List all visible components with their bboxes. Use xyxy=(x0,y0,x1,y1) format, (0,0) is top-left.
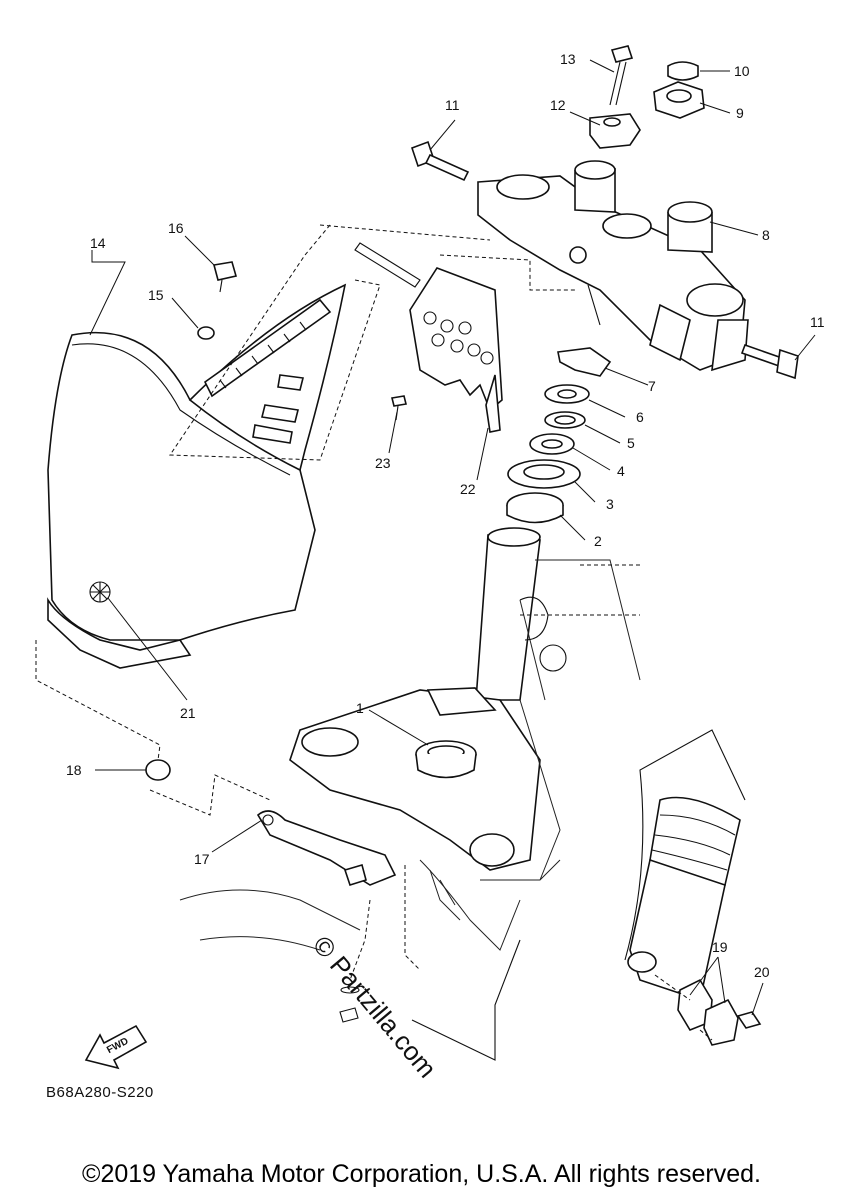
steering-stem xyxy=(289,527,541,871)
bearing-cover xyxy=(507,459,581,489)
leader-lines xyxy=(89,59,816,1016)
callout-labels: 1 2 3 4 5 6 7 8 9 10 11 11 12 13 14 15 1… xyxy=(66,51,825,980)
ring-nut-lower xyxy=(529,433,575,455)
screw-23 xyxy=(391,395,407,421)
lock-washer xyxy=(557,347,612,377)
callout-3: 3 xyxy=(606,496,614,512)
handlebar-holder xyxy=(589,113,641,149)
upper-bracket xyxy=(477,160,749,372)
callout-1: 1 xyxy=(356,700,364,716)
callout-6: 6 xyxy=(636,409,644,425)
callout-5: 5 xyxy=(627,435,635,451)
rubber-washer xyxy=(544,411,586,429)
band xyxy=(203,298,332,398)
bolt-11-left xyxy=(410,140,470,182)
callout-11-right: 11 xyxy=(810,314,825,330)
bolt-13 xyxy=(609,45,634,106)
callout-20: 20 xyxy=(754,964,770,980)
callout-10: 10 xyxy=(734,63,750,79)
stay xyxy=(409,267,503,433)
callout-22: 22 xyxy=(460,481,476,497)
reference-code: B68A280-S220 xyxy=(46,1084,154,1101)
cable-holder xyxy=(256,810,397,886)
callout-15: 15 xyxy=(148,287,164,303)
cap xyxy=(667,61,699,81)
callout-19: 19 xyxy=(712,939,728,955)
bolt-16 xyxy=(213,261,238,293)
callout-9: 9 xyxy=(736,105,744,121)
callout-7: 7 xyxy=(648,378,656,394)
fwd-arrow-icon: FWD xyxy=(84,1024,148,1070)
callout-2: 2 xyxy=(594,533,602,549)
ring-nut-upper xyxy=(544,384,590,404)
bolt-11-right xyxy=(740,343,799,380)
grommet xyxy=(145,759,171,781)
fork-outline xyxy=(419,559,641,951)
bearing-upper xyxy=(506,492,564,524)
bolt-20 xyxy=(736,1011,762,1029)
callout-14: 14 xyxy=(90,235,106,251)
callout-17: 17 xyxy=(194,851,210,867)
callout-13: 13 xyxy=(560,51,576,67)
number-plate xyxy=(47,283,347,669)
callout-18: 18 xyxy=(66,762,82,778)
callout-21: 21 xyxy=(180,705,196,721)
copyright-notice: ©2019 Yamaha Motor Corporation, U.S.A. A… xyxy=(82,1160,761,1188)
callout-23: 23 xyxy=(375,455,391,471)
bearing-lower xyxy=(415,740,477,779)
callout-11-left: 11 xyxy=(445,97,460,113)
callout-8: 8 xyxy=(762,227,770,243)
collar xyxy=(197,326,215,340)
fork-boot xyxy=(627,796,741,1002)
cable-guide xyxy=(677,978,739,1046)
callout-12: 12 xyxy=(550,97,566,113)
callout-4: 4 xyxy=(617,463,625,479)
callout-16: 16 xyxy=(168,220,184,236)
steering-stem-nut xyxy=(653,81,705,119)
